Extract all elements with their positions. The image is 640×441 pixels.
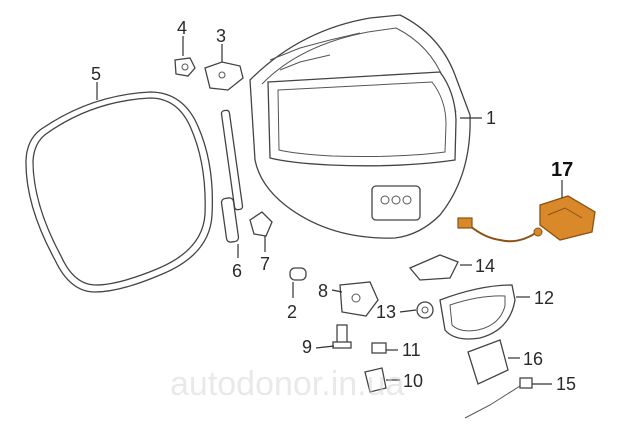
part-16-module [467,339,509,385]
callout-7: 7 [260,254,270,274]
part-14-actuator [408,254,459,281]
callout-11: 11 [402,340,421,360]
part-7-bracket [249,211,273,237]
part-2-bumper [289,267,307,281]
callout-12: 12 [534,288,554,308]
callout-16: 16 [523,349,543,369]
part-8-latch [339,281,379,317]
callout-4: 4 [177,18,187,38]
part-5-seal [25,91,214,293]
part-3-hinge [204,61,244,91]
part-10-striker [364,367,387,393]
callout-14: 14 [475,256,495,276]
callout-8: 8 [318,281,328,301]
callout-15: 15 [556,374,576,394]
part-4-nut [174,57,196,77]
part-6-strut [220,109,244,243]
callout-5: 5 [91,64,101,84]
callout-2: 2 [287,302,297,322]
part-17-camera [457,195,596,243]
callout-6: 6 [232,261,242,281]
leader-lines [96,36,563,385]
callout-13: 13 [376,302,396,322]
part-1-liftgate [249,14,471,239]
watermark: autodonor.in.ua [170,365,405,403]
part-11-clip [371,342,387,354]
part-15-switch [464,377,533,419]
callout-9: 9 [302,337,312,357]
part-13-grommet [416,301,434,319]
callout-17: 17 [551,159,573,181]
callout-3: 3 [216,26,226,46]
callout-1: 1 [486,108,496,128]
callout-10: 10 [403,371,423,391]
part-12-handle [439,284,516,340]
part-9-bolt [332,324,352,349]
